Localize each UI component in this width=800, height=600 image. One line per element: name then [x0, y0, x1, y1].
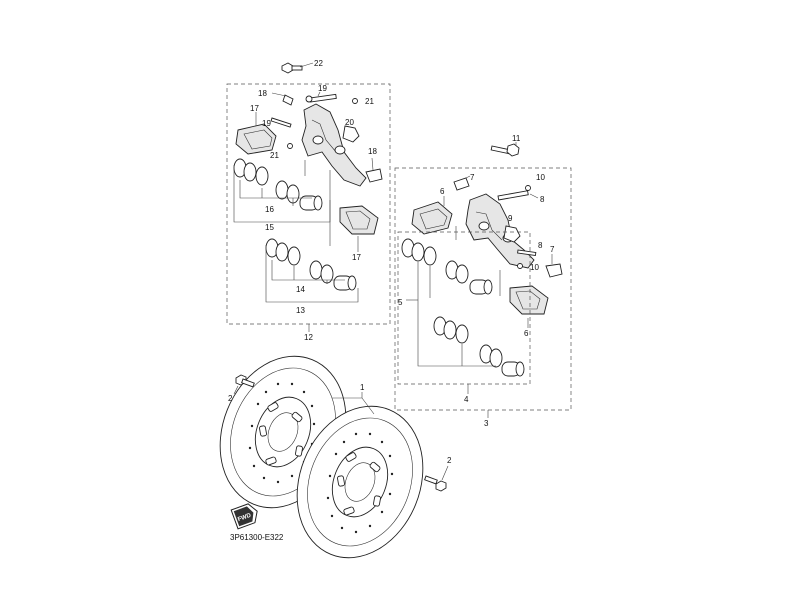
- piston-icon: [333, 275, 357, 291]
- brake-pad-icon: [339, 205, 379, 235]
- callout-8-bottom: 8: [538, 241, 543, 250]
- callout-10-bottom: 10: [530, 263, 539, 272]
- callout-10-top: 10: [536, 173, 545, 182]
- fwd-label: FWD: [237, 513, 253, 524]
- bolt-icon: [424, 475, 447, 492]
- callout-7-right: 7: [550, 245, 555, 254]
- inner-piston-group-box: [397, 231, 531, 385]
- piston-seal-icon: [433, 316, 503, 368]
- bolt-icon: [235, 374, 255, 388]
- bolt-icon: [305, 93, 337, 103]
- callout-18-right: 18: [368, 147, 377, 156]
- callout-2-right: 2: [447, 456, 452, 465]
- right-caliper-group-box: [394, 167, 572, 411]
- callout-3: 3: [484, 419, 489, 428]
- callout-5: 5: [398, 298, 403, 307]
- brake-caliper-icon: [465, 193, 535, 269]
- brake-caliper-icon: [301, 103, 367, 187]
- piston-icon: [299, 195, 323, 211]
- callout-14: 14: [296, 285, 305, 294]
- callout-21-top: 21: [365, 97, 374, 106]
- callout-6-right: 6: [524, 329, 529, 338]
- callout-17-left: 17: [250, 104, 259, 113]
- callout-7-top: 7: [470, 173, 475, 182]
- bolt-icon: [490, 143, 520, 157]
- callout-2-left: 2: [228, 394, 233, 403]
- callout-8-top: 8: [540, 195, 545, 204]
- callout-17-right: 17: [352, 253, 361, 262]
- bolt-icon: [281, 62, 303, 74]
- callout-9: 9: [508, 214, 513, 223]
- left-caliper-assembly: 22 19 18 21 17 19: [226, 59, 391, 342]
- brake-pad-icon: [235, 123, 277, 155]
- callout-6-left: 6: [440, 187, 445, 196]
- piston-seal-icon: [265, 238, 334, 284]
- piston-icon: [469, 279, 493, 295]
- callout-19-top: 19: [318, 84, 327, 93]
- callout-19-mid: 19: [262, 119, 271, 128]
- brake-pad-icon: [509, 285, 549, 315]
- piston-icon: [501, 361, 525, 377]
- callout-11: 11: [512, 134, 521, 143]
- callout-1: 1: [360, 383, 365, 392]
- callout-15: 15: [265, 223, 274, 232]
- callout-13: 13: [296, 306, 305, 315]
- callout-21-bottom: 21: [270, 151, 279, 160]
- brake-disc-icon: [219, 355, 424, 559]
- brake-pad-icon: [411, 201, 453, 235]
- callout-16: 16: [265, 205, 274, 214]
- callout-22: 22: [314, 59, 323, 68]
- right-caliper-assembly: 11 6 7 8 10 9 8 10: [394, 134, 572, 428]
- diagram-code: 3P61300-E322: [230, 533, 284, 542]
- callout-18-top: 18: [258, 89, 267, 98]
- callout-20: 20: [345, 118, 354, 127]
- left-caliper-group-box: [226, 83, 391, 325]
- fwd-arrow-icon: FWD: [230, 503, 258, 530]
- callout-12: 12: [304, 333, 313, 342]
- piston-seal-icon: [233, 158, 300, 204]
- callout-4: 4: [464, 395, 469, 404]
- piston-seal-icon: [401, 238, 469, 284]
